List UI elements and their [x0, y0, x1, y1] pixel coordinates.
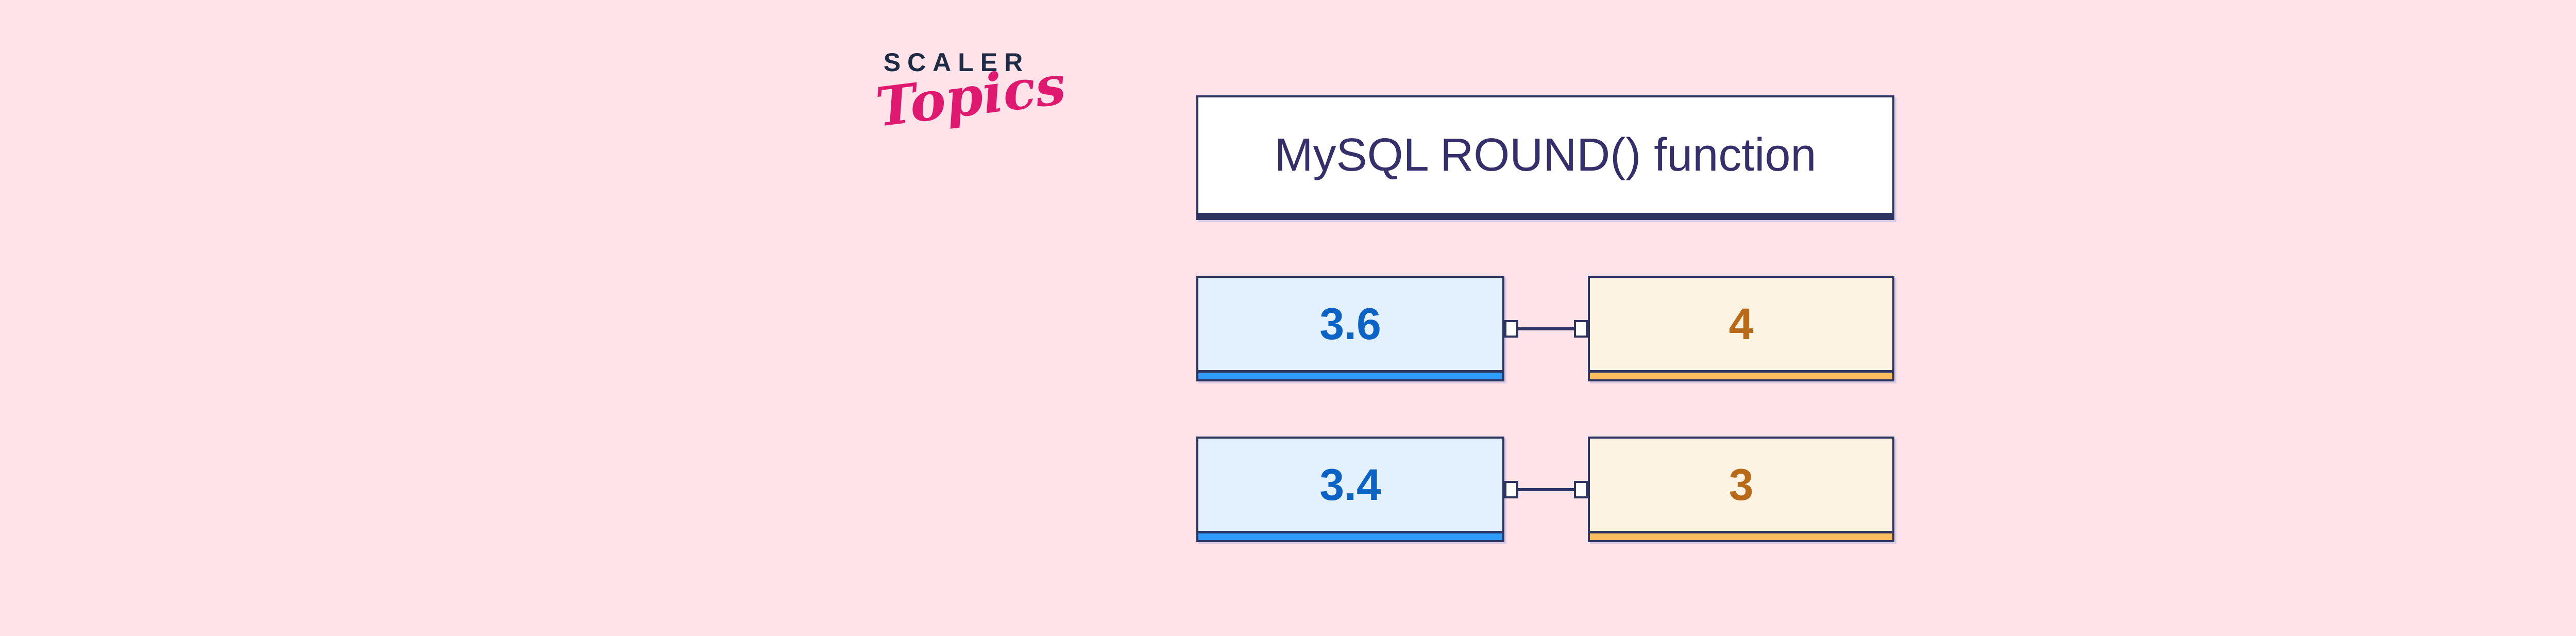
- output-value-box: 3: [1588, 437, 1894, 542]
- logo-brand-text: SCALER: [883, 48, 1030, 77]
- connector-line: [1518, 488, 1574, 491]
- output-value-area: 3: [1590, 439, 1892, 531]
- connector-port-left: [1504, 320, 1518, 338]
- output-value-box: 4: [1588, 276, 1894, 381]
- input-box-stripe: [1198, 370, 1502, 379]
- connector-port-right: [1574, 480, 1588, 498]
- page-title: MySQL ROUND() function: [1274, 129, 1817, 181]
- connector: [1504, 480, 1588, 498]
- connector-line: [1518, 327, 1574, 330]
- input-value-box: 3.4: [1196, 437, 1504, 542]
- output-value-area: 4: [1590, 278, 1892, 370]
- round-example-row: 3.4 3: [1196, 437, 1894, 542]
- connector-port-left: [1504, 480, 1518, 498]
- output-box-stripe: [1590, 370, 1892, 379]
- output-box-stripe: [1590, 531, 1892, 540]
- connector: [1504, 320, 1588, 338]
- input-box-stripe: [1198, 531, 1502, 540]
- input-value: 3.6: [1319, 299, 1381, 349]
- output-value: 4: [1728, 299, 1754, 349]
- title-box: MySQL ROUND() function: [1196, 95, 1894, 220]
- input-value-area: 3.4: [1198, 439, 1502, 531]
- output-value: 3: [1728, 460, 1754, 510]
- connector-port-right: [1574, 320, 1588, 338]
- scaler-topics-logo: SCALER Topics: [873, 47, 1069, 139]
- input-value-box: 3.6: [1196, 276, 1504, 381]
- input-value: 3.4: [1319, 460, 1381, 510]
- input-value-area: 3.6: [1198, 278, 1502, 370]
- round-example-row: 3.6 4: [1196, 276, 1894, 381]
